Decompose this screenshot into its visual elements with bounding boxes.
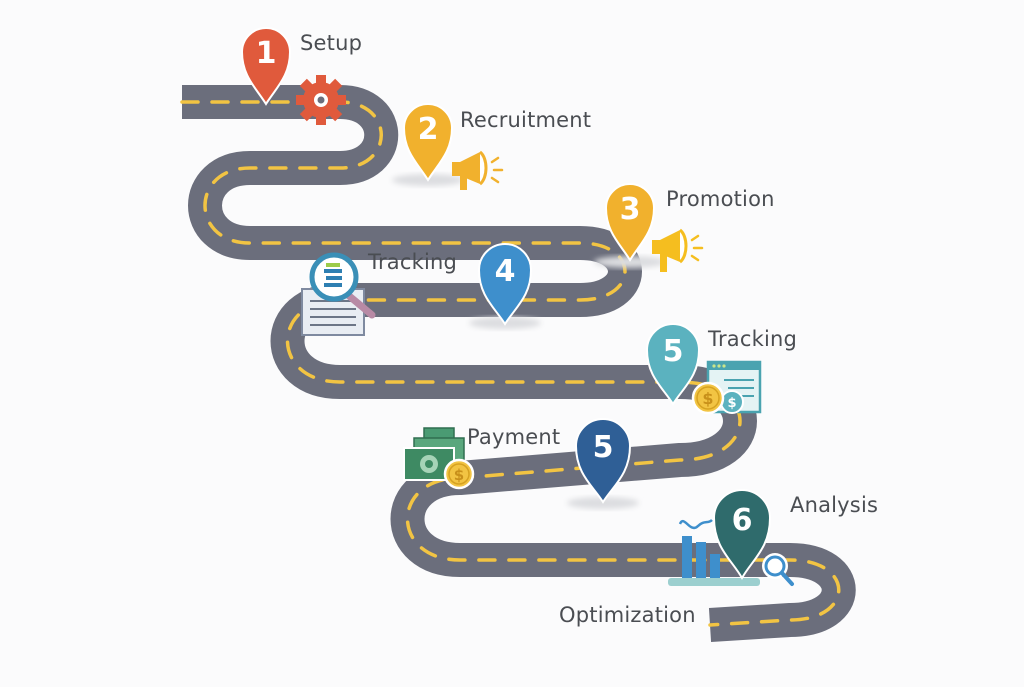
milestone-pin-5-tracking[interactable]: 5 [645,323,701,406]
milestone-label-setup: Setup [300,31,363,55]
milestone-pin-1[interactable]: 1 [240,27,292,106]
milestone-label-analysis: Analysis [790,493,879,517]
milestone-label-recruitment: Recruitment [460,108,592,132]
bar-chart-icon [668,519,760,586]
svg-text:$: $ [727,396,736,411]
pin-number: 1 [256,36,277,71]
milestone-label-promotion: Promotion [666,187,775,211]
pin-number: 3 [620,192,641,227]
milestone-pin-3[interactable]: 3 [604,183,656,262]
pin-number: 6 [732,503,753,538]
magnifier-document-icon [301,252,376,336]
magnifier-icon [762,553,794,586]
gear-icon [296,75,346,125]
cash-coin-icon: $ [403,427,475,490]
pin-number: 5 [593,430,614,465]
milestone-label-tracking-4: Tracking [368,250,458,274]
pin-number: 4 [495,254,516,289]
milestone-pin-4[interactable]: 4 [477,243,533,326]
end-label-optimization: Optimization [559,603,696,627]
milestone-label-tracking-5: Tracking [708,327,798,351]
svg-text:$: $ [454,466,464,484]
pin-number: 2 [418,112,439,147]
milestone-label-payment: Payment [467,425,561,449]
pin-number: 5 [663,334,684,369]
milestone-pin-2[interactable]: 2 [402,103,454,182]
winding-road [180,85,856,642]
browser-coins-icon: $ $ [691,360,762,415]
milestone-pin-6[interactable]: 6 [712,489,772,581]
svg-text:$: $ [702,389,713,408]
megaphone-icon [652,228,704,272]
megaphone-icon [452,150,504,190]
milestone-pin-5-payment[interactable]: 5 [574,418,632,504]
